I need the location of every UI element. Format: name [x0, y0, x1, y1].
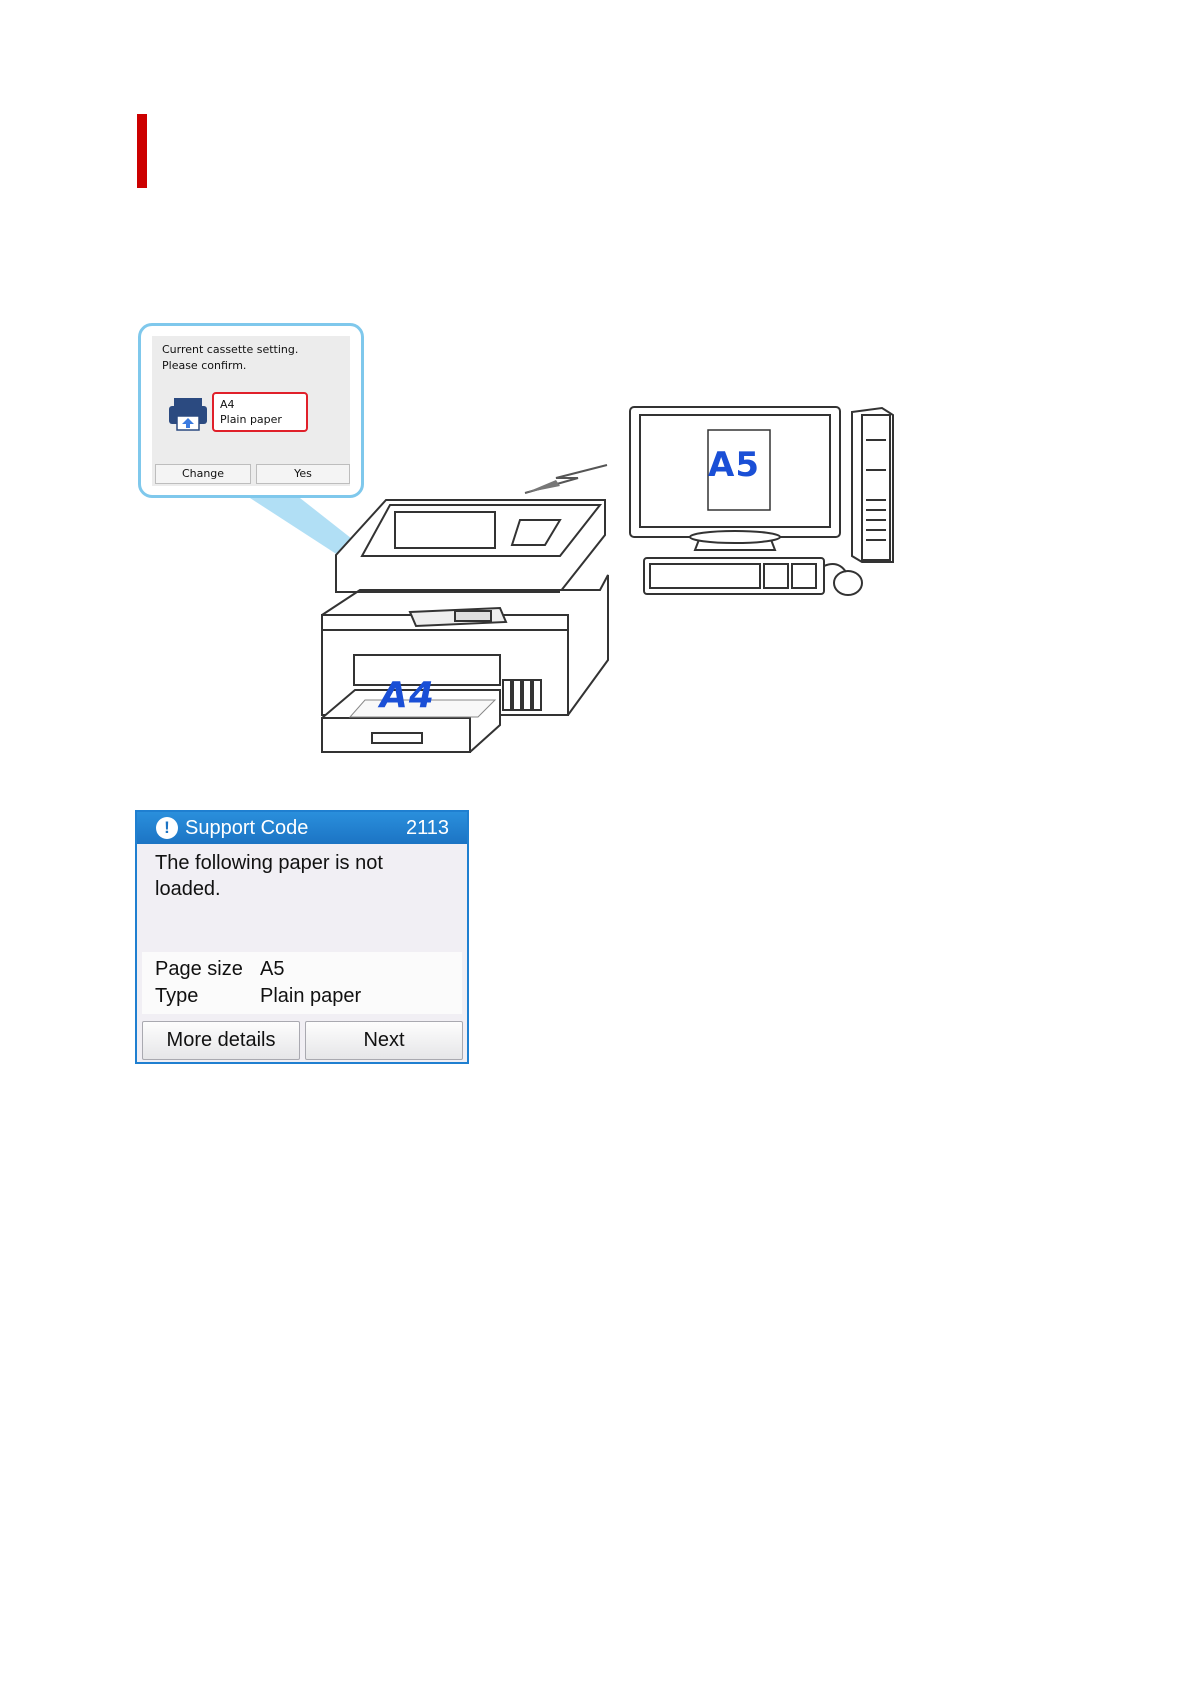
next-button[interactable]: Next	[305, 1021, 463, 1060]
type-label: Type	[155, 983, 198, 1009]
paper-detail-area: Page size A5 Type Plain paper	[142, 952, 462, 1014]
dialog-message: The following paper is not loaded.	[155, 850, 455, 902]
support-code-number: 2113	[406, 812, 449, 844]
cassette-paper-size-label: A4	[380, 675, 435, 716]
change-button[interactable]: Change	[155, 464, 251, 484]
printer-screen-callout: Current cassette setting. Please confirm…	[138, 323, 364, 498]
type-value: Plain paper	[260, 983, 361, 1009]
exclamation-icon: !	[156, 817, 178, 839]
dialog-title: Support Code	[185, 812, 308, 844]
more-details-button[interactable]: More details	[142, 1021, 300, 1060]
cassette-setting-screen: Current cassette setting. Please confirm…	[152, 336, 350, 486]
dialog-message-line1: The following paper is not	[155, 850, 455, 876]
cassette-setting-message-line2: Please confirm.	[162, 358, 342, 374]
current-paper-type: Plain paper	[220, 412, 300, 427]
yes-button[interactable]: Yes	[256, 464, 350, 484]
current-paper-size: A4	[220, 397, 300, 412]
page-size-label: Page size	[155, 956, 243, 982]
cassette-printer-icon	[168, 396, 208, 432]
cassette-setting-message: Current cassette setting. Please confirm…	[162, 342, 342, 374]
page-size-value: A5	[260, 956, 284, 982]
monitor-paper-size-label: A5	[708, 445, 760, 485]
computer-icon	[630, 407, 893, 595]
printer-icon	[322, 500, 608, 752]
current-paper-setting: A4 Plain paper	[212, 392, 308, 432]
dialog-message-line2: loaded.	[155, 876, 455, 902]
dialog-header: ! Support Code 2113	[137, 812, 467, 844]
support-code-dialog: ! Support Code 2113 The following paper …	[135, 810, 469, 1064]
cassette-setting-message-line1: Current cassette setting.	[162, 342, 342, 358]
